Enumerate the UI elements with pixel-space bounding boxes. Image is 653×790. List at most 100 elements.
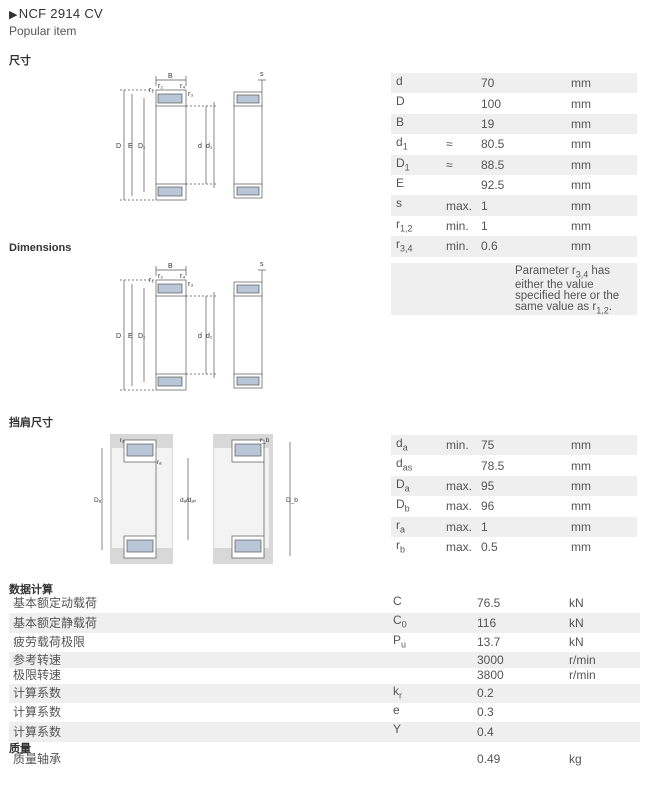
calc-symbol: Y: [389, 722, 473, 742]
label-r4: r₄: [180, 83, 185, 90]
abt-symbol: da: [391, 435, 441, 456]
label-D1: D₁: [138, 143, 146, 150]
calc-symbol: C0: [389, 613, 473, 633]
calc-row: 极限转速 3800 r/min: [9, 668, 640, 684]
dim-symbol: D: [396, 94, 405, 109]
dim-symbol: r3,4: [391, 236, 441, 257]
dim-qualifier: ≈: [446, 137, 453, 152]
dim-qualifier: [441, 73, 476, 94]
calc-value: 3800: [477, 668, 504, 683]
label-s: s: [260, 261, 264, 268]
calc-unit: r/min: [569, 668, 596, 683]
dim-unit: mm: [566, 236, 637, 257]
abt-symbol: Da: [391, 475, 441, 497]
label-d1: d₁: [206, 333, 213, 340]
mass-row: 质量轴承 0.49 kg: [9, 752, 640, 768]
dim-unit: mm: [566, 113, 637, 135]
label-Db: D_b: [286, 497, 298, 504]
label-B: B: [168, 73, 173, 80]
calc-label: 基本额定动载荷: [13, 596, 98, 611]
label-r3: r₃: [188, 91, 193, 98]
label-r4: r₄: [180, 273, 185, 280]
calc-label: 基本额定静载荷: [9, 613, 389, 633]
calc-symbol: Pu: [393, 632, 407, 650]
label-Da: Dₐ: [94, 497, 102, 504]
calc-value: 3000: [473, 652, 565, 668]
label-D: D: [116, 143, 121, 150]
calc-label: 参考转速: [9, 652, 389, 668]
abt-qualifier: [441, 455, 476, 475]
abt-unit: mm: [571, 458, 591, 473]
calc-unit: [565, 683, 640, 703]
section-calc-data: 数据计算: [9, 584, 53, 596]
abt-unit: mm: [566, 475, 637, 497]
dim-symbol: E: [396, 175, 405, 190]
mass-unit: kg: [569, 752, 582, 767]
abt-qualifier: min.: [441, 435, 476, 456]
calc-value: 13.7: [477, 634, 501, 649]
dim-symbol: d: [391, 73, 441, 94]
triangle-right-icon: ▶: [9, 9, 18, 21]
label-ra-inner: rₐ: [157, 459, 162, 466]
calc-unit: kN: [569, 596, 584, 611]
abt-qualifier: max.: [446, 540, 473, 555]
label-B: B: [168, 263, 173, 270]
calc-label: 极限转速: [13, 668, 62, 683]
label-r2: r₂: [158, 273, 163, 280]
dim-value: 1: [476, 195, 566, 216]
bearing-cross-section-diagram: B D E D₁ d d₁ s r₁ r₂ r₄ r₃: [116, 71, 266, 201]
section-dimensions-en: Dimensions: [9, 242, 72, 254]
label-d1: d₁: [206, 143, 213, 150]
calc-value: 116: [473, 613, 565, 633]
abutment-diagram: rₐ rₐ r_b Dₐ dₐ/dₐₛ D_b: [94, 434, 298, 564]
label-D1: D₁: [138, 333, 146, 340]
calc-value: 76.5: [477, 596, 501, 611]
calc-unit: kN: [565, 613, 640, 633]
abt-value: 1: [476, 516, 566, 537]
abt-value: 0.5: [481, 540, 498, 555]
label-d: d: [198, 143, 202, 150]
calc-label: 疲劳载荷极限: [13, 634, 86, 649]
product-title: ▶NCF 2914 CV: [9, 6, 103, 21]
mass-table: 质量轴承 0.49 kg: [9, 752, 640, 768]
calc-row: 疲劳载荷极限 Pu 13.7 kN: [9, 633, 640, 652]
note-text: Parameter r3,4 has either the value spec…: [515, 265, 620, 316]
label-r1: r₁: [149, 87, 154, 94]
label-da-das: dₐ/dₐₛ: [180, 497, 197, 504]
abt-qualifier: max.: [441, 516, 476, 537]
popular-item-label: Popular item: [9, 24, 77, 38]
dim-unit: mm: [571, 137, 591, 152]
dim-value: 1: [481, 218, 488, 233]
dim-value: 19: [476, 113, 566, 135]
calc-value: 0.2: [473, 683, 565, 703]
abt-value: 96: [481, 499, 495, 514]
label-D: D: [116, 333, 121, 340]
dim-unit: mm: [566, 154, 637, 175]
abt-symbol: das: [396, 456, 413, 473]
abt-qualifier: max.: [441, 475, 476, 497]
label-E: E: [128, 143, 133, 150]
abt-unit: mm: [566, 435, 637, 456]
abt-value: 75: [476, 435, 566, 456]
calc-symbol: kr: [389, 683, 473, 703]
calc-symbol: [389, 652, 473, 668]
dim-qualifier: ≈: [441, 154, 476, 175]
abt-value: 78.5: [481, 458, 505, 473]
dim-value: 70: [476, 73, 566, 94]
abt-qualifier: max.: [446, 499, 473, 514]
dim-qualifier: [441, 175, 476, 195]
calc-label: 计算系数: [13, 705, 62, 720]
calc-unit: kN: [569, 634, 584, 649]
